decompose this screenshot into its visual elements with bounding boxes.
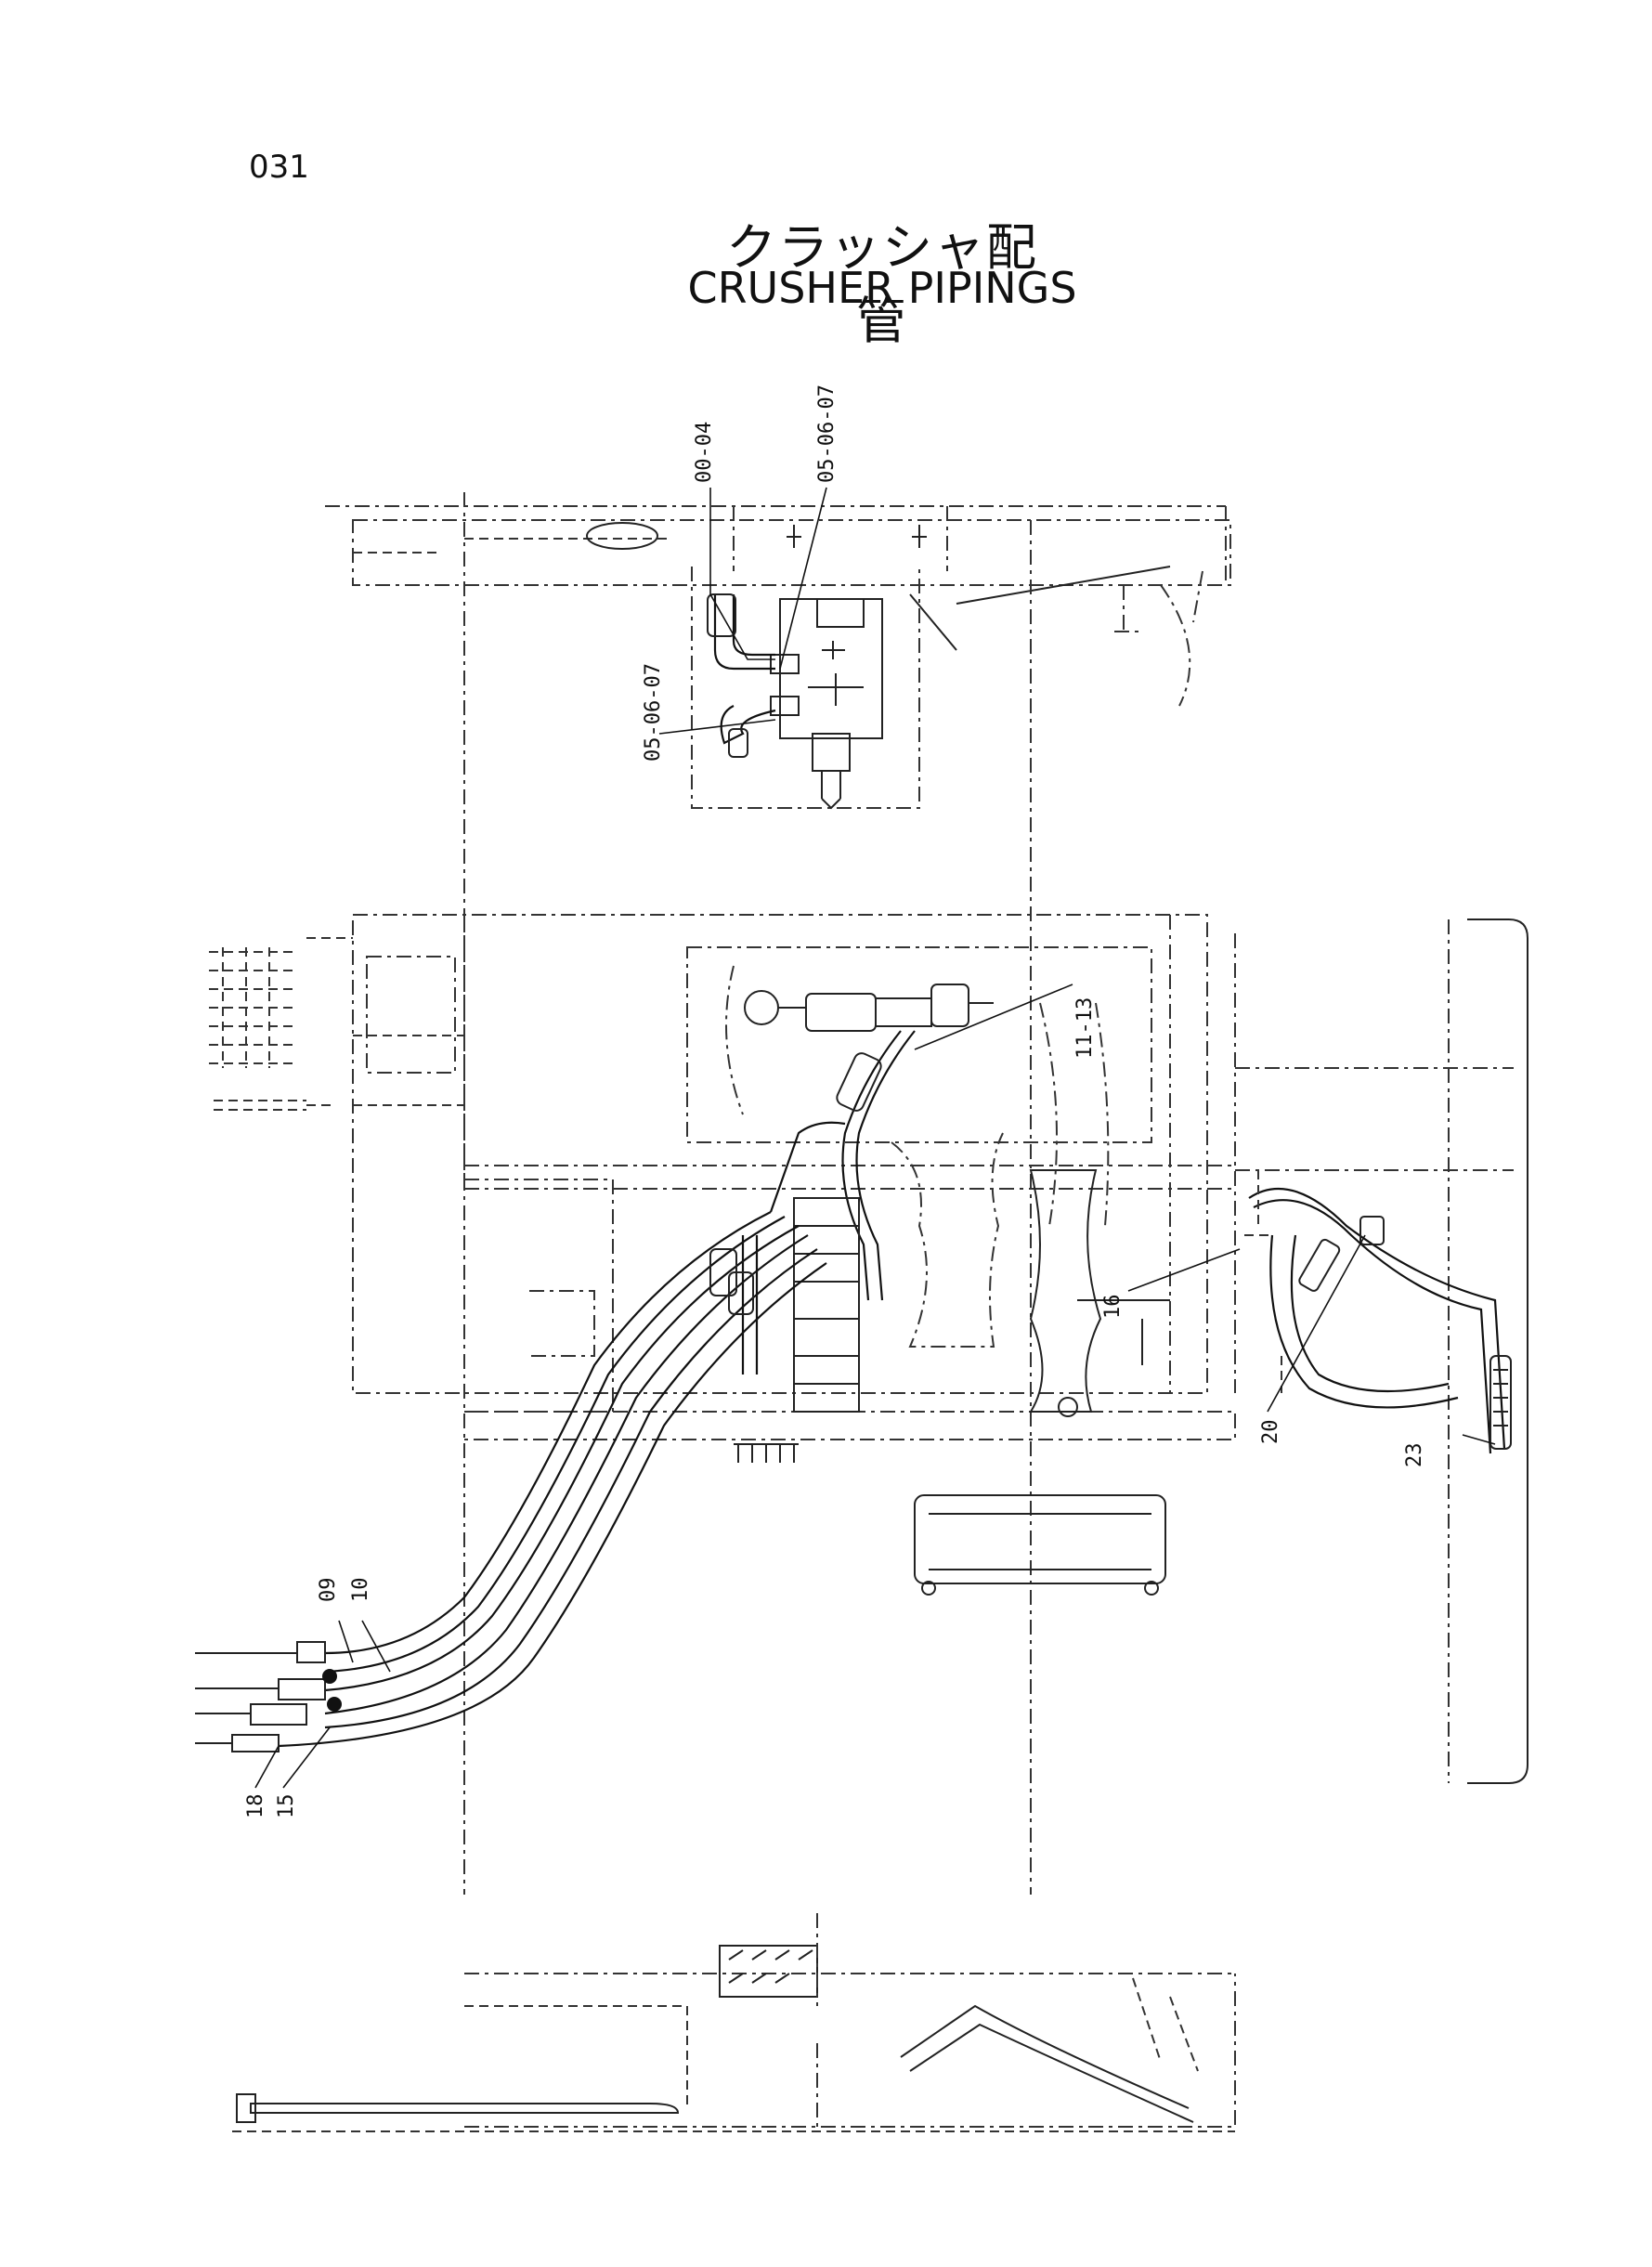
callout-18: 18 [244,1794,267,1819]
main-hose-bundle [195,1121,846,1752]
hatched-blocks [209,947,306,1111]
cylinder [744,984,994,1032]
callout-leaders [254,487,1496,1789]
upper-frame [325,492,1231,1895]
callout-23: 23 [1403,1443,1426,1468]
callout-09: 09 [317,1578,340,1603]
page-number: 031 [249,149,309,186]
right-hose-loop [1244,1170,1512,1454]
callout-10: 10 [349,1578,372,1603]
callout-16: 16 [1101,1295,1125,1320]
callout-05-06-07-top: 05-06-07 [815,384,839,483]
side-elevation [232,1913,1236,2132]
callout-labels: 00-04 05-06-07 05-06-07 11-13 16 20 23 0… [244,384,1426,1818]
callout-11-13: 11-13 [1073,997,1097,1059]
callout-05-06-07-left: 05-06-07 [642,663,665,762]
callout-15: 15 [275,1794,298,1819]
title-japanese: クラッシャ配管 [726,218,1038,350]
main-frame [209,914,1528,1784]
valve-block [707,593,883,810]
callout-20: 20 [1259,1420,1282,1445]
callout-00-04: 00-04 [693,422,716,483]
title-english: CRUSHER PIPINGS [687,263,1077,313]
